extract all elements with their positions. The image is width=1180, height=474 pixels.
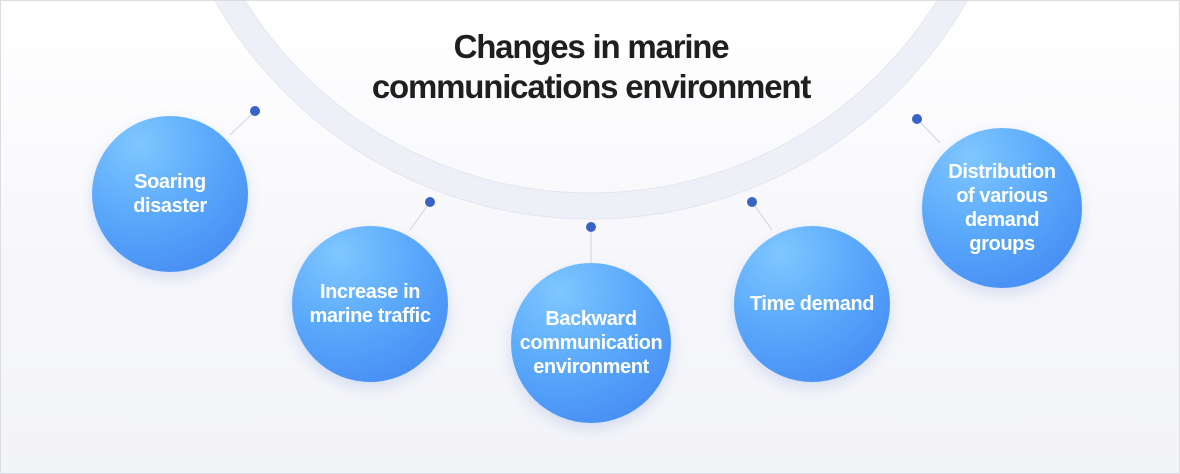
ring-arc xyxy=(215,1,967,219)
connector-line-4 xyxy=(751,201,773,231)
connector-line-1 xyxy=(229,110,256,136)
arc-dot-3 xyxy=(586,222,596,232)
node-increase-in-marine-traffic: Increase in marine traffic xyxy=(292,226,448,382)
diagram-title: Changes in marine communications environ… xyxy=(341,27,841,107)
node-distribution-of-various-demand-groups: Distribution of various demand groups xyxy=(922,128,1082,288)
title-line-1: Changes in marine xyxy=(453,28,730,65)
arc-dot-4 xyxy=(747,197,757,207)
node-soaring-disaster: Soaring disaster xyxy=(92,116,248,272)
node-backward-communication-environment: Backward communication environment xyxy=(511,263,671,423)
title-line-2: communications environment xyxy=(371,68,811,105)
ring-arc-inner-edge xyxy=(244,1,938,194)
arc-dot-5 xyxy=(912,114,922,124)
arc-dot-1 xyxy=(250,106,260,116)
connector-line-5 xyxy=(916,118,941,144)
node-label: Distribution of various demand groups xyxy=(948,161,1056,255)
node-label: Soaring disaster xyxy=(133,171,207,217)
node-time-demand: Time demand xyxy=(734,226,890,382)
connector-line-2 xyxy=(409,201,431,231)
node-label: Backward communication environment xyxy=(519,308,663,378)
ring-arc-outer-edge xyxy=(214,1,968,220)
arc-dot-2 xyxy=(425,197,435,207)
node-label: Increase in marine traffic xyxy=(309,281,431,327)
node-label: Time demand xyxy=(749,293,875,315)
